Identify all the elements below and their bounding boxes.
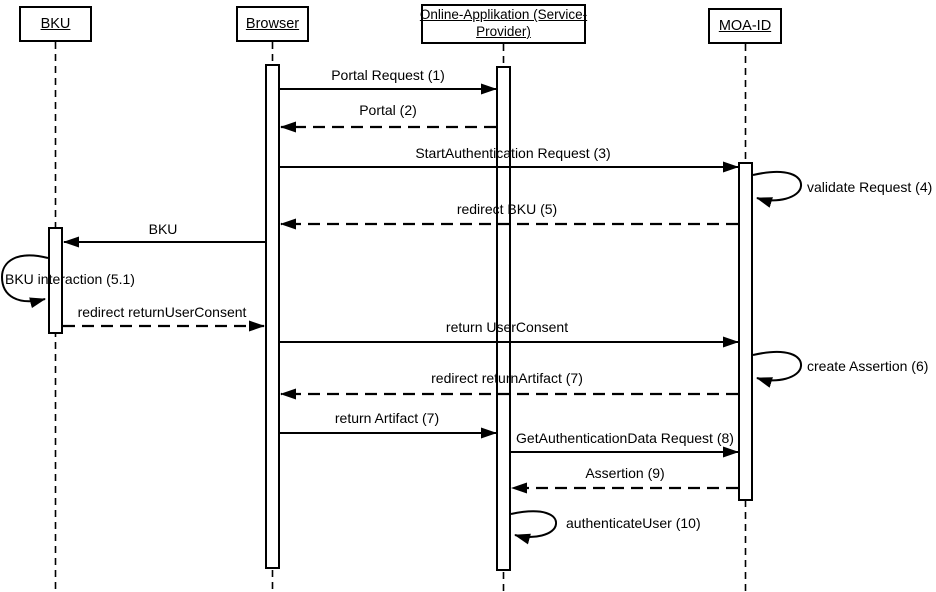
message-label-get-authentication-data-request: GetAuthenticationData Request (8) [516, 430, 734, 446]
actor-label-moa-id: MOA-ID [718, 17, 772, 34]
message-label-portal-request: Portal Request (1) [331, 67, 445, 83]
activation-bar-moa-id [738, 162, 753, 501]
actor-box-online-applikation: Online-Applikation (Service- Provider) [419, 4, 588, 44]
message-label-bku-interaction: BKU interaction (5.1) [5, 271, 135, 287]
actor-label-browser: Browser [245, 15, 300, 32]
activation-bar-bku [48, 227, 63, 334]
message-label-create-assertion: create Assertion (6) [807, 358, 929, 374]
actor-label-online-applikation-line1: Online-Applikation (Service- [419, 7, 588, 23]
message-label-return-artifact: return Artifact (7) [334, 410, 440, 426]
message-label-start-authentication-request: StartAuthentication Request (3) [415, 145, 611, 161]
activation-bar-online-applikation [496, 66, 511, 571]
message-label-validate-request: validate Request (4) [807, 179, 933, 195]
loop-bku-interaction [0, 254, 49, 309]
message-label-return-user-consent: return UserConsent [445, 319, 569, 335]
actor-box-moa-id: MOA-ID [708, 8, 782, 44]
actor-label-bku: BKU [40, 15, 71, 32]
loop-authenticate-user [510, 510, 557, 545]
loop-create-assertion [752, 350, 802, 388]
message-label-assertion: Assertion (9) [585, 465, 665, 481]
activation-bar-browser [265, 64, 280, 569]
loop-validate-request [752, 170, 802, 208]
actor-label-online-applikation-line2: Provider) [476, 24, 531, 39]
actor-box-browser: Browser [236, 6, 309, 42]
message-label-portal: Portal (2) [359, 102, 417, 118]
actor-box-bku: BKU [19, 6, 92, 42]
message-label-redirect-return-user-consent: redirect returnUserConsent [77, 304, 247, 320]
message-label-bku: BKU [148, 221, 178, 237]
message-label-redirect-return-artifact: redirect returnArtifact (7) [431, 370, 583, 386]
message-label-redirect-bku: redirect BKU (5) [456, 201, 558, 217]
message-label-authenticate-user: authenticateUser (10) [566, 515, 701, 531]
